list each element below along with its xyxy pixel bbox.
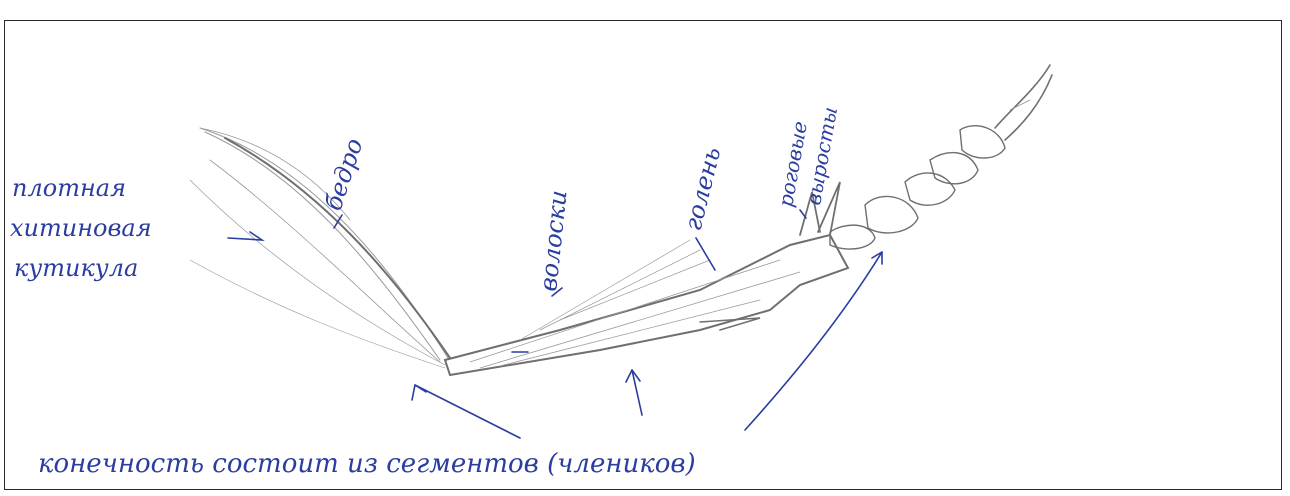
cuticle-label-line3: кутикула (14, 254, 138, 282)
cuticle-label-line1: плотная (12, 174, 126, 202)
tarsus-sketch (830, 65, 1052, 249)
setae-label: волоски (534, 189, 572, 293)
tibia-label: голень (679, 144, 727, 233)
tibia-sketch (445, 235, 848, 375)
femur-label: бедро (319, 135, 368, 214)
caption: конечность состоит из сегментов (членико… (38, 449, 696, 479)
cuticle-label-line2: хитиновая (10, 214, 152, 242)
femur-sketch (190, 128, 450, 368)
